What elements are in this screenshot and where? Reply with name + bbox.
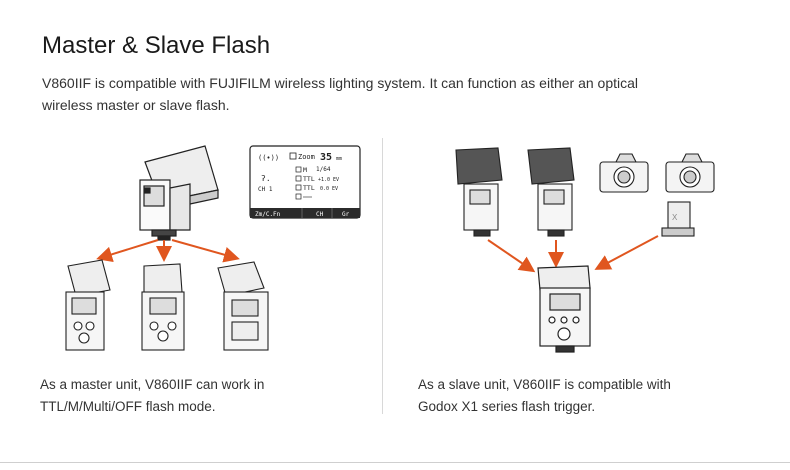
slave-illustration: X [455, 147, 715, 353]
lcd-button-zoom: Zm/C.Fn [255, 211, 281, 218]
svg-text:((•)): ((•)) [258, 154, 279, 162]
page-description: V860IIF is compatible with FUJIFILM wire… [42, 75, 639, 113]
lcd-group-a-mode: M [303, 166, 307, 174]
lcd-zoom-unit: mm [336, 156, 342, 162]
master-illustration: ((•)) Zoom 35 mm M 1/64 ʔ. TTL +1.0 EV C… [65, 145, 361, 351]
lcd-button-ch: CH [316, 211, 324, 218]
master-caption: As a master unit, V860IIF can work in TT… [40, 374, 340, 418]
lcd-channel: CH 1 [258, 186, 273, 193]
svg-text:ʔ.: ʔ. [261, 174, 271, 183]
slave-flash-icon [537, 265, 591, 353]
column-divider [382, 138, 383, 414]
master-caption-line-1: As a master unit, V860IIF can work in [40, 377, 265, 392]
lcd-group-c-value: 0.0 EV [320, 186, 338, 192]
slave-flash-icon [65, 259, 111, 351]
lcd-group-a-value: 1/64 [316, 166, 331, 173]
trigger-icon: X [661, 201, 695, 237]
slave-caption-line-2: Godox X1 series flash trigger. [418, 399, 596, 414]
camera-icon [665, 153, 715, 193]
master-caption-line-2: TTL/M/Multi/OFF flash mode. [40, 399, 216, 414]
lcd-group-c-mode: TTL [303, 184, 315, 192]
lcd-group-b-value: +1.0 EV [318, 177, 339, 183]
slave-flash-icon [217, 261, 269, 351]
slave-caption-line-1: As a slave unit, V860IIF is compatible w… [418, 377, 671, 392]
flash-icon [527, 147, 575, 237]
slave-caption: As a slave unit, V860IIF is compatible w… [418, 374, 738, 418]
page-title: Master & Slave Flash [42, 32, 271, 59]
lcd-zoom-value: 35 [320, 152, 332, 163]
slave-flash-icon [141, 263, 185, 351]
master-flash-icon [139, 145, 219, 241]
lcd-group-b-mode: TTL [303, 175, 315, 183]
bottom-divider [0, 462, 790, 463]
camera-icon [599, 153, 649, 193]
lcd-panel: ((•)) Zoom 35 mm M 1/64 ʔ. TTL +1.0 EV C… [249, 145, 361, 219]
lcd-zoom-label: Zoom [298, 153, 315, 161]
svg-text:X: X [672, 213, 678, 222]
lcd-button-gr: Gr [342, 211, 350, 218]
flash-icon [455, 147, 503, 237]
